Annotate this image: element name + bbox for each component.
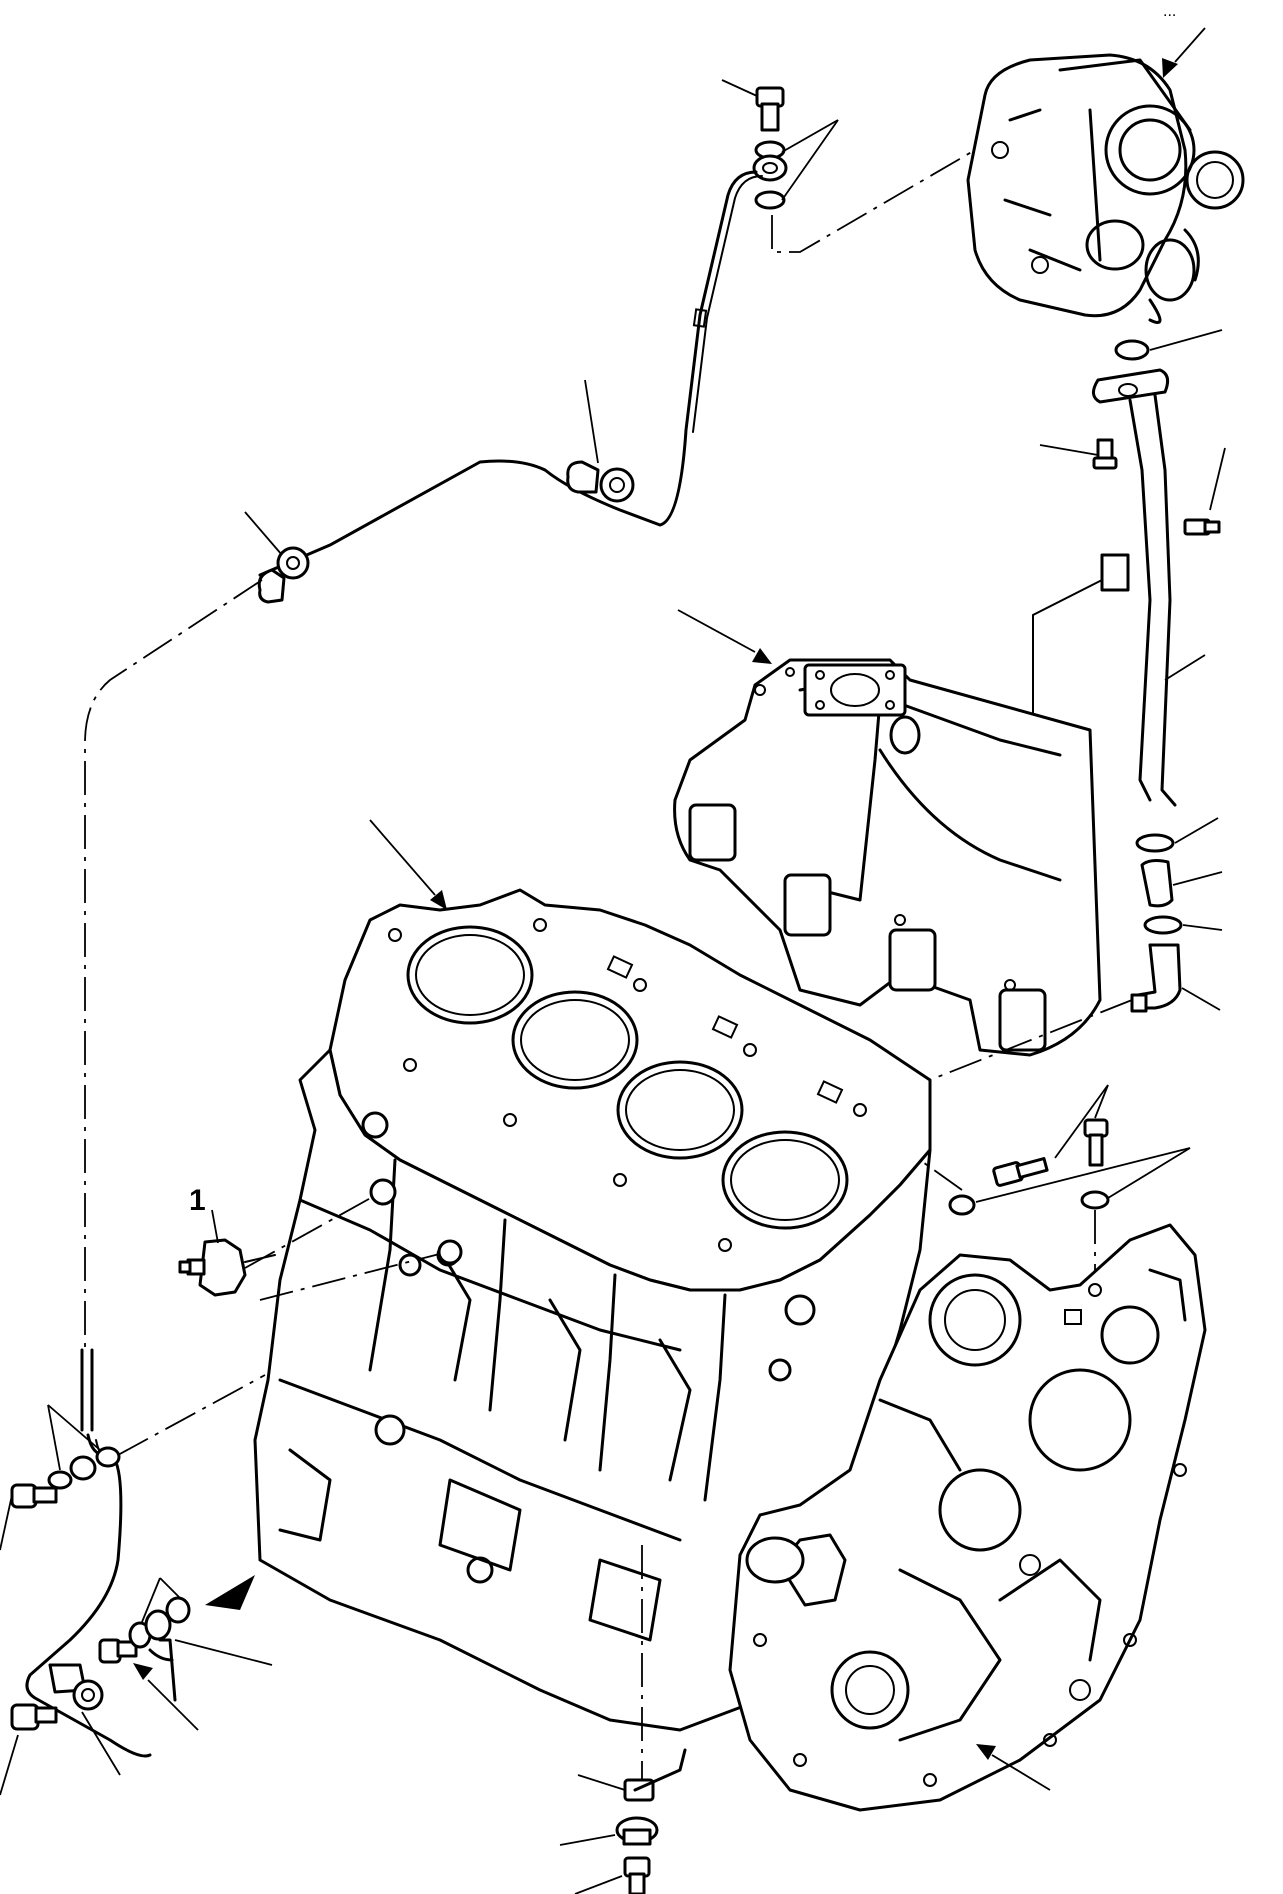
oil-pipe-drawing [80,170,763,1432]
arrow-exhaust-manifold [677,609,772,664]
arrow-lower-banjo [133,1663,199,1731]
arrow-turbocharger [1162,27,1206,78]
exhaust-manifold-drawing [673,658,1102,1057]
arrow-timing-cover [976,1744,1051,1791]
oil-pressure-sensor-drawing [178,1178,463,1301]
bottom-stud-drawing [559,1545,687,1894]
arrow-engine-block [369,819,447,910]
callout-label-1: 1 [189,1184,206,1217]
engine-block-drawing [253,888,932,1732]
centerline-turbo [771,149,976,253]
block-bolts-drawing [919,1084,1191,1275]
corner-reference: ... [1163,3,1176,20]
banjo-bolt-top [721,79,839,210]
oil-return-pipe-drawing [999,329,1226,1013]
arrow-lower-left [205,1575,255,1610]
timing-cover-drawing [728,1223,1207,1812]
turbocharger-drawing [966,53,1245,324]
lower-oil-pipe-drawing [0,1374,273,1796]
